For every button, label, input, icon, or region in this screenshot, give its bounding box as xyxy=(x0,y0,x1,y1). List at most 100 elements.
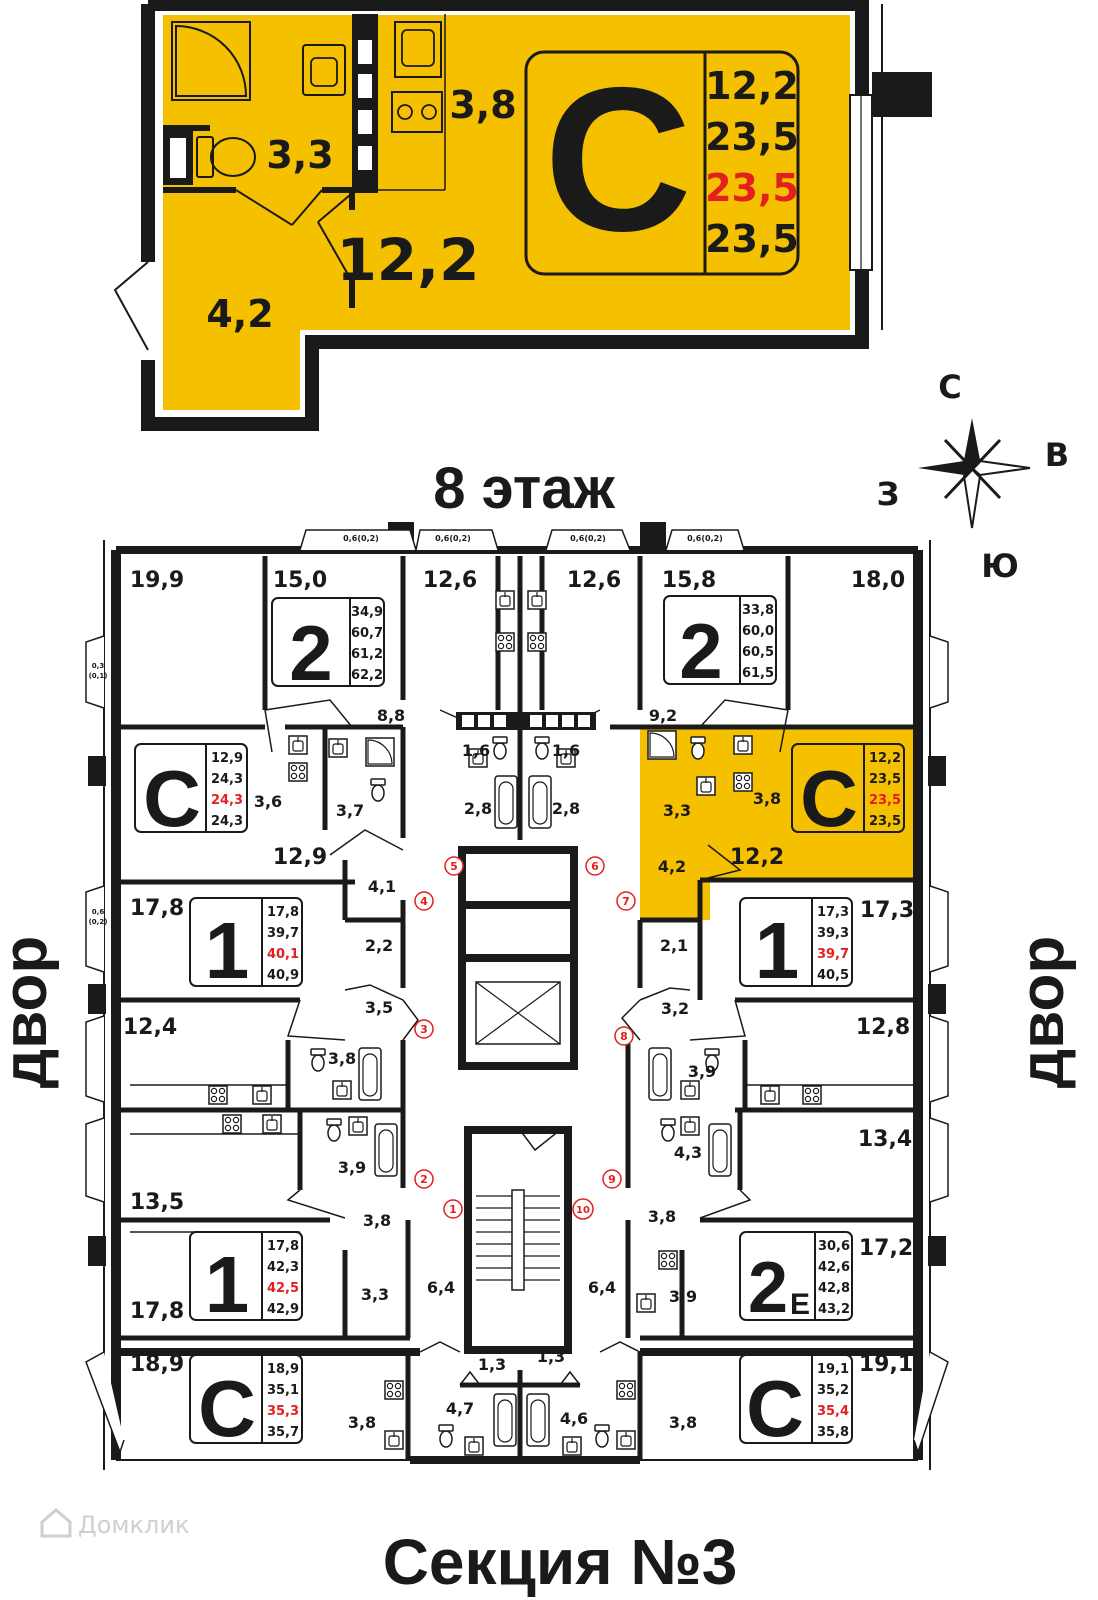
bathtub-icon xyxy=(494,775,518,829)
svg-text:8: 8 xyxy=(620,1030,628,1043)
room-area: 3,9 xyxy=(688,1062,716,1081)
apartment-area-balcony: 23,5 xyxy=(869,793,901,808)
featured-type: С xyxy=(544,45,692,274)
apartment-type: С xyxy=(198,1364,256,1453)
apartment-card[interactable]: 1 17,8 42,3 42,5 42,9 xyxy=(189,1231,303,1329)
room-area: 3,2 xyxy=(661,999,689,1018)
apartment-card[interactable]: 1 17,3 39,3 39,7 40,5 xyxy=(739,897,853,995)
entrance-marker: 7 xyxy=(616,891,636,911)
room-area: 1,6 xyxy=(552,741,580,760)
room-area: 2,8 xyxy=(552,799,580,818)
apartment-area-balcony: 42,5 xyxy=(267,1281,299,1296)
room-area: 9,2 xyxy=(649,706,677,725)
apartment-card[interactable]: 2 33,8 60,0 60,5 61,5 xyxy=(663,595,777,695)
room-labels: 19,9 15,0 12,6 12,6 15,8 18,0 8,8 9,2 1,… xyxy=(123,568,914,1432)
apartment-area-balcony: 61,2 xyxy=(351,647,383,662)
sink-icon xyxy=(680,1080,700,1100)
room-area: 4,6 xyxy=(560,1409,588,1428)
room-area: 3,3 xyxy=(361,1285,389,1304)
highlighted-apartment xyxy=(640,727,918,920)
apartment-area-total: 35,1 xyxy=(267,1383,299,1398)
apartment-area-reduced: 24,3 xyxy=(211,814,243,829)
bathtub-icon xyxy=(528,775,552,829)
apartment-area-total: 60,7 xyxy=(351,626,383,641)
entrance-marker: 5 xyxy=(444,856,464,876)
apartment-card[interactable]: С 18,9 35,1 35,3 35,7 xyxy=(189,1354,303,1453)
svg-text:6: 6 xyxy=(591,860,599,873)
svg-text:1: 1 xyxy=(449,1203,457,1216)
sink-icon xyxy=(332,1080,352,1100)
room-area: 2,8 xyxy=(464,799,492,818)
toilet-icon xyxy=(660,1118,676,1142)
room-area: 12,4 xyxy=(123,1015,177,1040)
sink-icon xyxy=(348,1116,368,1136)
toilet-icon xyxy=(196,136,256,178)
apartment-card[interactable]: С 12,9 24,3 24,3 24,3 xyxy=(134,743,248,843)
apartment-card[interactable]: 2 Е 30,6 42,6 42,8 43,2 xyxy=(739,1231,853,1328)
balcony-label: 0,6 xyxy=(92,908,105,916)
apartment-type: 1 xyxy=(755,906,800,995)
featured-area-with-balcony: 23,5 xyxy=(705,166,799,210)
apartment-area-reduced: 40,5 xyxy=(817,968,849,983)
room-area: 4,2 xyxy=(658,857,686,876)
toilet-icon xyxy=(492,736,508,760)
apartment-area-balcony: 42,8 xyxy=(818,1281,850,1296)
apartment-area-total: 42,6 xyxy=(818,1260,850,1275)
side-label-left: двор xyxy=(0,936,60,1088)
shower-icon xyxy=(171,21,251,101)
sink-icon xyxy=(302,44,346,96)
balcony-label: (0,1) xyxy=(89,672,108,680)
side-label-right: двор xyxy=(1008,936,1077,1088)
entrance-marker: 3 xyxy=(414,1019,434,1039)
room-area: 13,5 xyxy=(130,1190,184,1215)
toilet-icon xyxy=(690,736,706,760)
apartment-area-living: 12,2 xyxy=(869,751,901,766)
apartment-area-total: 60,0 xyxy=(742,624,774,639)
apartment-area-reduced: 43,2 xyxy=(818,1302,850,1317)
apartment-type: 2 xyxy=(679,607,722,695)
featured-area-total: 23,5 xyxy=(705,115,799,159)
apartment-area-reduced: 23,5 xyxy=(869,814,901,829)
room-area: 12,9 xyxy=(273,845,327,870)
room-area: 4,1 xyxy=(368,877,396,896)
stove-icon xyxy=(658,1250,678,1270)
sink-icon xyxy=(464,1436,484,1456)
shower-icon xyxy=(365,737,395,767)
apartment-card[interactable]: 1 17,8 39,7 40,1 40,9 xyxy=(189,897,303,995)
room-area: 1,3 xyxy=(478,1355,506,1374)
room-area: 15,8 xyxy=(662,568,716,593)
svg-text:10: 10 xyxy=(576,1205,590,1216)
room-area: 17,2 xyxy=(859,1236,913,1261)
apartment-card[interactable]: 2 34,9 60,7 61,2 62,2 xyxy=(271,597,385,697)
apartment-area-living: 18,9 xyxy=(267,1362,299,1377)
apartment-area-living: 12,9 xyxy=(211,751,243,766)
bathtub-icon xyxy=(374,1123,398,1177)
shower-icon xyxy=(647,730,677,760)
toilet-icon xyxy=(594,1424,610,1448)
apartment-area-reduced: 62,2 xyxy=(351,668,383,683)
apartment-area-balcony: 35,4 xyxy=(817,1404,849,1419)
watermark-text: Домклик xyxy=(78,1511,189,1539)
apartment-area-living: 17,8 xyxy=(267,1239,299,1254)
room-area: 3,5 xyxy=(365,998,393,1017)
sink-icon xyxy=(252,1085,272,1105)
apartment-card[interactable]: С 19,1 35,2 35,4 35,8 xyxy=(739,1354,853,1453)
sink-icon xyxy=(760,1085,780,1105)
compass: С В Ю З xyxy=(877,368,1070,585)
apartment-type: 1 xyxy=(205,906,250,995)
apartment-type: 1 xyxy=(205,1240,250,1329)
sink-icon xyxy=(616,1430,636,1450)
entrance-marker: 1 xyxy=(443,1199,463,1219)
apartment-area-living: 30,6 xyxy=(818,1239,850,1254)
sink-icon xyxy=(680,1116,700,1136)
stove-icon xyxy=(208,1085,228,1105)
room-area: 3,8 xyxy=(328,1049,356,1068)
apartment-card[interactable]: С 12,2 23,5 23,5 23,5 xyxy=(791,743,905,843)
room-area: 6,4 xyxy=(588,1278,616,1297)
svg-text:4: 4 xyxy=(420,895,428,908)
room-area: 1,6 xyxy=(462,741,490,760)
svg-text:5: 5 xyxy=(450,860,458,873)
svg-text:9: 9 xyxy=(608,1173,616,1186)
apartment-area-living: 17,8 xyxy=(267,905,299,920)
featured-area-reduced: 23,5 xyxy=(705,217,799,261)
